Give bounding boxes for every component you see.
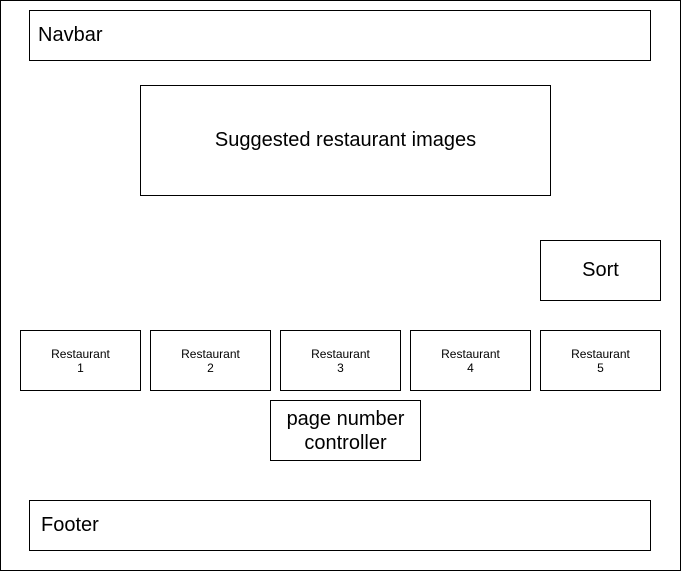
navbar-label: Navbar	[38, 24, 103, 46]
restaurant-card-number: 4	[467, 360, 474, 375]
page-number-controller[interactable]: page number controller	[270, 400, 421, 461]
sort-label: Sort	[582, 259, 619, 281]
restaurant-card-title: Restaurant	[51, 346, 110, 361]
footer-label: Footer	[41, 514, 99, 536]
restaurant-card-title: Restaurant	[571, 346, 630, 361]
suggested-images-label: Suggested restaurant images	[214, 129, 477, 151]
restaurant-card-title: Restaurant	[311, 346, 370, 361]
restaurant-card-number: 2	[207, 360, 214, 375]
restaurant-card-title: Restaurant	[441, 346, 500, 361]
footer: Footer	[29, 500, 651, 551]
restaurant-card[interactable]: Restaurant 1	[20, 330, 141, 391]
suggested-images-block[interactable]: Suggested restaurant images	[140, 85, 551, 196]
pager-label-line1: page number	[286, 407, 405, 430]
restaurant-card[interactable]: Restaurant 5	[540, 330, 661, 391]
restaurant-card[interactable]: Restaurant 4	[410, 330, 531, 391]
navbar[interactable]: Navbar	[29, 10, 651, 61]
pager-label-line2: controller	[304, 431, 387, 454]
sort-button[interactable]: Sort	[540, 240, 661, 301]
restaurant-card[interactable]: Restaurant 2	[150, 330, 271, 391]
restaurant-card-number: 5	[597, 360, 604, 375]
restaurant-card-number: 1	[77, 360, 84, 375]
restaurant-card-number: 3	[337, 360, 344, 375]
restaurant-card[interactable]: Restaurant 3	[280, 330, 401, 391]
restaurant-card-title: Restaurant	[181, 346, 240, 361]
